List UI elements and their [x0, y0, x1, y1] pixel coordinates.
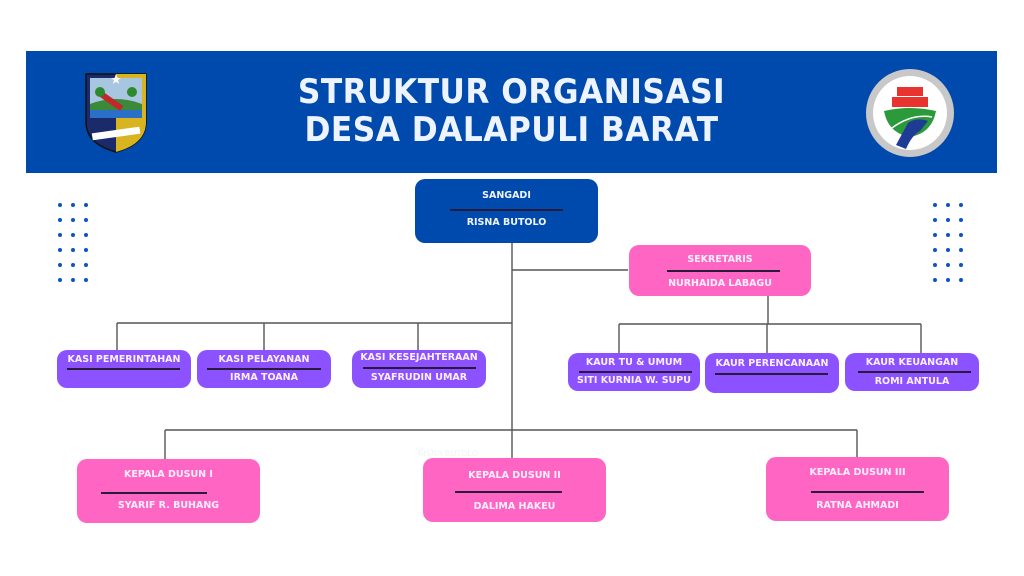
dot	[933, 233, 937, 237]
dot	[946, 203, 950, 207]
dot	[959, 263, 963, 267]
node-name: RISNA BUTOLO	[466, 217, 547, 228]
dot	[933, 248, 937, 252]
dot	[71, 278, 75, 282]
title-line-2: DESA DALAPULI BARAT	[304, 110, 719, 150]
node-divider	[858, 371, 971, 373]
dot	[933, 203, 937, 207]
dot	[946, 278, 950, 282]
node-name: DALIMA HAKEU	[473, 501, 556, 512]
node-role: KAUR TU & UMUM	[585, 357, 683, 368]
title-line-1: STRUKTUR ORGANISASI	[297, 72, 726, 112]
node-role: KEPALA DUSUN III	[809, 467, 906, 478]
node-sangadi[interactable]: SANGADI RISNA BUTOLO	[415, 179, 598, 243]
node-role: KASI PEMERINTAHAN	[67, 354, 181, 365]
dot	[71, 263, 75, 267]
dot	[71, 218, 75, 222]
node-divider	[667, 270, 780, 272]
node-kasi-pemerintahan[interactable]: KASI PEMERINTAHAN	[57, 350, 191, 388]
dot	[946, 248, 950, 252]
node-divider	[715, 373, 828, 375]
node-divider	[450, 209, 563, 211]
node-role: KASI KESEJAHTERAAN	[360, 352, 478, 363]
dot	[58, 233, 62, 237]
dot	[946, 233, 950, 237]
dot	[84, 263, 88, 267]
regency-coat-of-arms-icon	[85, 73, 147, 153]
node-divider	[67, 368, 180, 370]
node-name: SITI KURNIA W. SUPU	[577, 375, 691, 386]
ministry-logo-icon	[866, 69, 954, 157]
node-sekretaris[interactable]: SEKRETARIS NURHAIDA LABAGU	[629, 245, 811, 296]
page-title: STRUKTUR ORGANISASI DESA DALAPULI BARAT	[65, 73, 958, 149]
node-divider	[455, 491, 562, 493]
decorative-dots-left	[58, 203, 92, 283]
node-divider	[579, 371, 692, 373]
ghost-text: RISNA BUTOLO	[418, 449, 478, 458]
node-divider	[363, 367, 476, 369]
dot	[84, 218, 88, 222]
node-name: RATNA AHMADI	[816, 500, 899, 511]
header-banner: STRUKTUR ORGANISASI DESA DALAPULI BARAT	[26, 51, 997, 173]
dot	[84, 248, 88, 252]
node-divider	[101, 492, 207, 494]
dot	[933, 278, 937, 282]
dot	[58, 248, 62, 252]
dot	[959, 233, 963, 237]
node-kaur-keuangan[interactable]: KAUR KEUANGAN ROMI ANTULA	[845, 353, 979, 391]
node-kaur-tu-umum[interactable]: KAUR TU & UMUM SITI KURNIA W. SUPU	[568, 353, 700, 391]
node-kasi-pelayanan[interactable]: KASI PELAYANAN IRMA TOANA	[197, 350, 331, 388]
dot	[959, 248, 963, 252]
dot	[933, 263, 937, 267]
dot	[71, 203, 75, 207]
node-name: IRMA TOANA	[230, 372, 298, 383]
node-name: NURHAIDA LABAGU	[668, 278, 772, 289]
dot	[946, 218, 950, 222]
dot	[84, 278, 88, 282]
node-role: SANGADI	[482, 190, 531, 201]
dot	[84, 203, 88, 207]
dot	[959, 278, 963, 282]
node-name: ROMI ANTULA	[874, 376, 950, 387]
dot	[959, 203, 963, 207]
node-name: SYAFRUDIN UMAR	[370, 372, 468, 383]
dot	[946, 263, 950, 267]
dot	[58, 203, 62, 207]
dot	[58, 263, 62, 267]
node-kepala-dusun-1[interactable]: KEPALA DUSUN I SYARIF R. BUHANG	[77, 459, 260, 523]
node-role: KAUR KEUANGAN	[865, 357, 959, 368]
dot	[58, 278, 62, 282]
node-kepala-dusun-3[interactable]: KEPALA DUSUN III RATNA AHMADI	[766, 457, 949, 521]
node-role: KEPALA DUSUN I	[124, 469, 213, 480]
node-kepala-dusun-2[interactable]: KEPALA DUSUN II DALIMA HAKEU	[423, 458, 606, 522]
node-kasi-kesejahteraan[interactable]: KASI KESEJAHTERAAN SYAFRUDIN UMAR	[352, 350, 486, 388]
node-role: KEPALA DUSUN II	[468, 470, 561, 481]
node-role: KAUR PERENCANAAN	[715, 358, 829, 369]
dot	[71, 233, 75, 237]
node-divider	[811, 491, 924, 493]
node-role: SEKRETARIS	[687, 254, 753, 265]
dot	[58, 218, 62, 222]
dot	[84, 233, 88, 237]
dot	[71, 248, 75, 252]
node-divider	[207, 368, 321, 370]
node-role: KASI PELAYANAN	[218, 354, 310, 365]
decorative-dots-right	[933, 203, 967, 283]
node-name: SYARIF R. BUHANG	[117, 500, 220, 511]
dot	[933, 218, 937, 222]
node-kaur-perencanaan[interactable]: KAUR PERENCANAAN	[705, 353, 839, 393]
dot	[959, 218, 963, 222]
